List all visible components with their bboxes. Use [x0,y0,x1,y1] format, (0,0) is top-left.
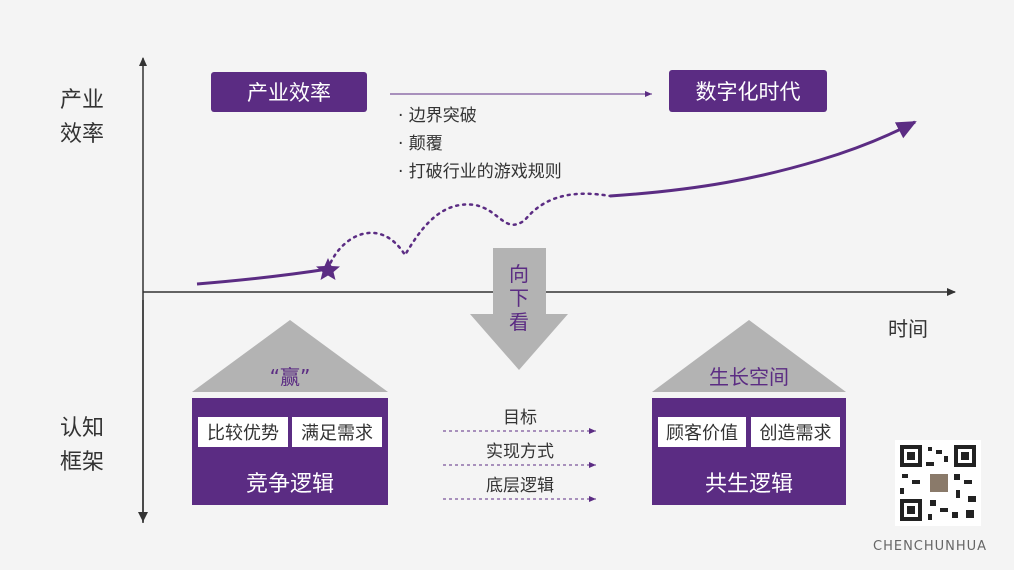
left-house-title: 竞争逻辑 [245,472,334,497]
right-house-title: 共生逻辑 [704,472,793,497]
right-house: 顾客价值 创造需求 共生逻辑 [652,398,846,505]
x-axis-label: 时间 [888,317,928,341]
brand-label: CHENCHUNHUA [873,539,988,554]
down-arrow-char: 向 [509,262,529,286]
y-axis-bottom-arrow [138,512,148,522]
left-house-roof [192,320,388,392]
bullet-item: · 边界突破 [398,106,477,126]
efficiency-curve-start [196,267,329,286]
efficiency-curve-disruption [326,192,612,271]
pill-industry-efficiency: 产业效率 [211,72,367,112]
bullet-item: · 打破行业的游戏规则 [398,162,562,182]
star-icon [316,258,340,280]
down-arrow-char: 下 [509,286,529,310]
left-house: 比较优势 满足需求 竞争逻辑 [192,398,388,505]
bullet-item: · 颠覆 [398,134,443,154]
tag-customer-value: 顾客价值 [658,417,746,447]
qr-code-icon [895,440,981,526]
right-house-roof-label: 生长空间 [709,365,789,389]
y-axis-top-label-line-2: 效率 [59,122,104,147]
tag-comparative-advantage: 比较优势 [198,417,288,447]
efficiency-curve-growth [609,120,917,198]
tag-create-demand: 创造需求 [751,417,840,447]
middle-label-logic: 底层逻辑 [486,476,554,496]
down-arrow-char: 看 [509,310,529,334]
disruption-bullets: · 边界突破 · 颠覆 · 打破行业的游戏规则 [398,102,562,186]
right-house-roof [652,320,846,392]
y-axis-bottom-label: 认知 框架 [52,412,112,480]
middle-label-goal: 目标 [503,408,537,428]
y-axis-bottom-label-line-1: 认知 [59,416,104,441]
tag-meet-demand: 满足需求 [292,417,382,447]
y-axis-bottom-label-line-2: 框架 [59,450,104,475]
y-axis-top-label: 产业 效率 [52,84,112,152]
middle-label-method: 实现方式 [486,442,554,462]
y-axis-top-label-line-1: 产业 [59,88,104,113]
left-house-roof-label: “赢” [269,365,311,389]
down-arrow-shape [470,248,568,370]
down-arrow-text: 向 下 看 [499,262,539,334]
pill-digital-era: 数字化时代 [669,70,827,112]
